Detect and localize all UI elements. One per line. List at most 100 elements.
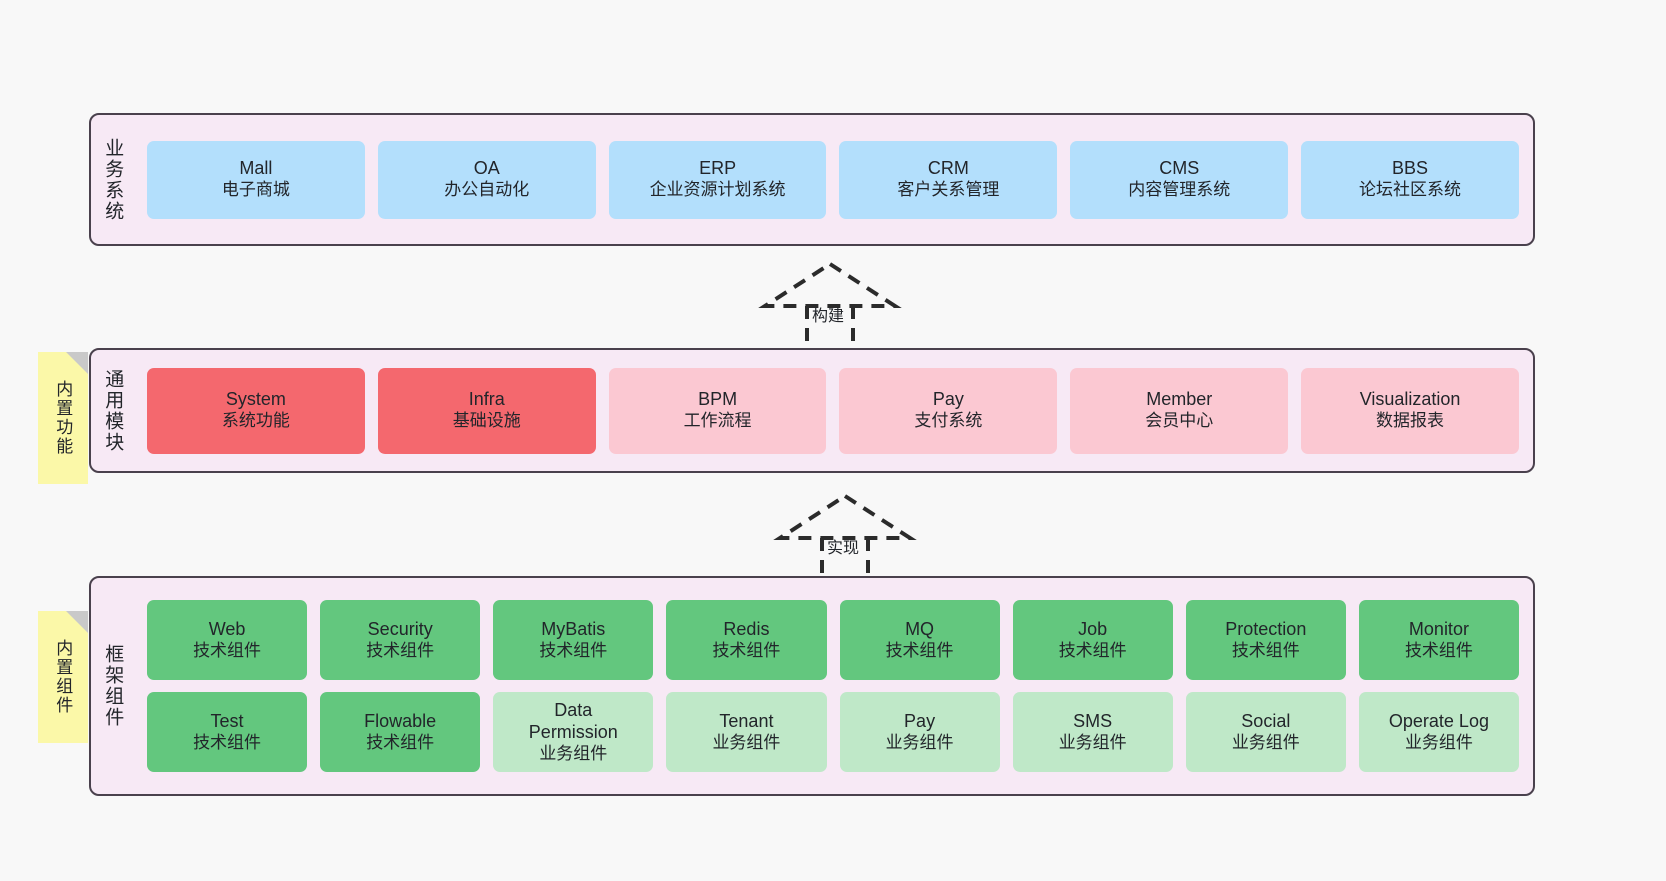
node-mq[interactable]: MQ 技术组件 <box>839 600 1000 680</box>
node-subtitle: 电子商城 <box>221 180 290 200</box>
node-mybatis[interactable]: MyBatis 技术组件 <box>493 600 654 680</box>
node-subtitle: 企业资源计划系统 <box>649 180 786 200</box>
node-title: Visualization <box>1359 389 1461 410</box>
node-infra[interactable]: Infra 基础设施 <box>377 367 596 454</box>
node-redis[interactable]: Redis 技术组件 <box>666 600 827 680</box>
node-subtitle: 业务组件 <box>885 732 954 752</box>
node-subtitle: 基础设施 <box>452 411 521 431</box>
node-job[interactable]: Job 技术组件 <box>1012 600 1173 680</box>
sticky-fold-corner-icon <box>66 352 88 374</box>
node-subtitle: 支付系统 <box>914 411 983 431</box>
node-flowable[interactable]: Flowable 技术组件 <box>320 692 481 772</box>
node-member[interactable]: Member 会员中心 <box>1070 367 1289 454</box>
layer-label-framework-components: 框架组件 <box>102 644 124 728</box>
framework-row-business: Test 技术组件 Flowable 技术组件 Data Permission … <box>147 692 1519 772</box>
sticky-note-label: 内置功能 <box>53 380 73 456</box>
connector-implement: 实现 <box>770 490 920 580</box>
node-subtitle: 论坛社区系统 <box>1359 180 1462 200</box>
node-subtitle: 技术组件 <box>885 640 954 660</box>
node-data-permission[interactable]: Data Permission 业务组件 <box>493 692 654 772</box>
node-title: BPM <box>698 389 738 410</box>
layer-label-common-module: 通用模块 <box>102 368 124 453</box>
node-social[interactable]: Social 业务组件 <box>1185 692 1346 772</box>
node-subtitle: 技术组件 <box>1404 640 1473 660</box>
build-arrow-icon <box>758 261 902 348</box>
node-cms[interactable]: CMS 内容管理系统 <box>1070 140 1289 219</box>
node-subtitle: 系统功能 <box>221 411 290 431</box>
node-mall[interactable]: Mall 电子商城 <box>147 140 365 219</box>
node-subtitle: 技术组件 <box>1058 640 1127 660</box>
node-title: Flowable <box>364 710 437 731</box>
sticky-note-builtin-functions: 内置功能 <box>38 352 88 484</box>
node-title: CRM <box>927 158 969 179</box>
node-crm[interactable]: CRM 客户关系管理 <box>839 140 1058 219</box>
node-subtitle: 业务组件 <box>1404 732 1473 752</box>
node-security[interactable]: Security 技术组件 <box>320 600 481 680</box>
node-web[interactable]: Web 技术组件 <box>147 600 308 680</box>
node-title: Data Permission <box>528 699 618 742</box>
node-oa[interactable]: OA 办公自动化 <box>377 140 596 219</box>
node-subtitle: 技术组件 <box>193 732 262 752</box>
node-title: CMS <box>1159 158 1200 179</box>
node-test[interactable]: Test 技术组件 <box>147 692 308 772</box>
node-title: Tenant <box>719 710 774 731</box>
node-subtitle: 技术组件 <box>366 640 435 660</box>
sticky-note-builtin-components: 内置组件 <box>38 611 88 743</box>
node-title: Pay <box>932 389 964 410</box>
layer-business-system: 业务系统 Mall 电子商城 OA 办公自动化 ERP 企业资源计划系统 CRM… <box>89 113 1535 246</box>
node-subtitle: 客户关系管理 <box>897 180 1000 200</box>
node-title: Pay <box>904 710 936 731</box>
node-subtitle: 会员中心 <box>1145 411 1214 431</box>
node-subtitle: 技术组件 <box>1231 640 1300 660</box>
layer-framework-components: 框架组件 Web 技术组件 Security 技术组件 MyBatis 技术组件… <box>89 576 1535 796</box>
node-visualization[interactable]: Visualization 数据报表 <box>1301 367 1519 454</box>
node-subtitle: 技术组件 <box>366 732 435 752</box>
node-operate-log[interactable]: Operate Log 业务组件 <box>1358 692 1519 772</box>
node-erp[interactable]: ERP 企业资源计划系统 <box>608 140 827 219</box>
layer-body-common-module: System 系统功能 Infra 基础设施 BPM 工作流程 Pay 支付系统… <box>133 350 1533 471</box>
node-subtitle: 技术组件 <box>712 640 781 660</box>
node-pay-module[interactable]: Pay 支付系统 <box>839 367 1058 454</box>
layer-body-framework-components: Web 技术组件 Security 技术组件 MyBatis 技术组件 Redi… <box>133 578 1533 794</box>
node-pay-component[interactable]: Pay 业务组件 <box>839 692 1000 772</box>
node-title: Operate Log <box>1388 710 1489 731</box>
node-subtitle: 技术组件 <box>539 640 608 660</box>
node-title: Infra <box>468 389 505 410</box>
node-subtitle: 业务组件 <box>712 732 781 752</box>
node-title: SMS <box>1073 710 1113 731</box>
node-monitor[interactable]: Monitor 技术组件 <box>1358 600 1519 680</box>
node-subtitle: 业务组件 <box>1231 732 1300 752</box>
node-title: MQ <box>905 618 935 639</box>
node-title: ERP <box>699 158 737 179</box>
node-title: BBS <box>1392 158 1429 179</box>
node-subtitle: 业务组件 <box>539 743 608 763</box>
connector-build-label: 构建 <box>812 308 845 325</box>
sticky-fold-corner-icon <box>66 611 88 633</box>
node-protection[interactable]: Protection 技术组件 <box>1185 600 1346 680</box>
node-title: Test <box>210 710 244 731</box>
connector-implement-label: 实现 <box>827 540 860 557</box>
node-title: Web <box>208 618 246 639</box>
node-system[interactable]: System 系统功能 <box>147 367 365 454</box>
node-title: Security <box>367 618 433 639</box>
node-subtitle: 数据报表 <box>1376 411 1445 431</box>
node-sms[interactable]: SMS 业务组件 <box>1012 692 1173 772</box>
node-title: OA <box>473 158 500 179</box>
node-title: Social <box>1241 710 1291 731</box>
node-title: MyBatis <box>541 618 606 639</box>
connector-build: 构建 <box>755 258 905 348</box>
layer-common-module: 通用模块 System 系统功能 Infra 基础设施 BPM 工作流程 Pay… <box>89 348 1535 473</box>
node-title: Monitor <box>1408 618 1469 639</box>
node-tenant[interactable]: Tenant 业务组件 <box>666 692 827 772</box>
implement-arrow-icon <box>773 493 917 580</box>
node-subtitle: 办公自动化 <box>444 180 530 200</box>
node-bpm[interactable]: BPM 工作流程 <box>608 367 827 454</box>
sticky-note-label: 内置组件 <box>53 639 73 715</box>
node-subtitle: 业务组件 <box>1058 732 1127 752</box>
layer-body-business-system: Mall 电子商城 OA 办公自动化 ERP 企业资源计划系统 CRM 客户关系… <box>133 115 1533 244</box>
node-bbs[interactable]: BBS 论坛社区系统 <box>1301 140 1519 219</box>
node-title: System <box>225 389 286 410</box>
node-title: Mall <box>239 158 273 179</box>
framework-row-tech: Web 技术组件 Security 技术组件 MyBatis 技术组件 Redi… <box>147 600 1519 680</box>
